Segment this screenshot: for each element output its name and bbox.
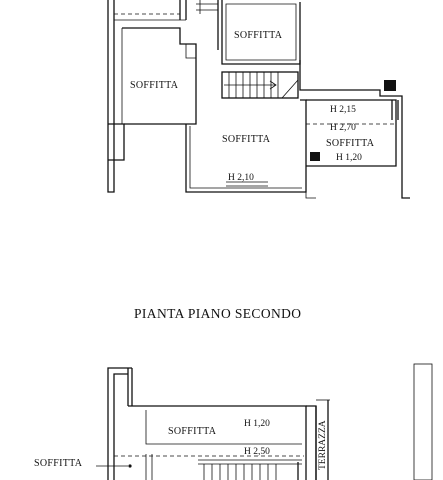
wall: [145, 454, 153, 480]
stair-mark: [196, 0, 218, 14]
wall: [221, 0, 301, 65]
staircase: [198, 459, 302, 480]
lower-floor-plan: SOFFITTA SOFFITTA H 1,20 H 2,50 TERRAZZA: [34, 363, 433, 480]
wall: [107, 0, 115, 193]
room-label: SOFFITTA: [222, 134, 271, 145]
plan-title: PIANTA PIANO SECONDO: [134, 306, 301, 321]
room-label: SOFFITTA: [34, 458, 83, 469]
wall: [107, 367, 132, 480]
height-label: H 1,20: [244, 419, 270, 429]
room-label: SOFFITTA: [234, 30, 283, 41]
wall: [122, 27, 197, 125]
wall: [127, 368, 133, 406]
door: [185, 44, 196, 59]
wall: [413, 363, 433, 480]
wall: [179, 0, 187, 20]
height-label: H 2,70: [330, 123, 356, 133]
room-label: SOFFITTA: [326, 138, 375, 149]
wall: [305, 166, 403, 199]
height-label: H 2,15: [330, 105, 356, 115]
wall: [189, 126, 302, 189]
wall: [128, 405, 307, 480]
dashed-line: [385, 81, 395, 90]
wall: [225, 3, 297, 61]
wall: [108, 123, 125, 161]
window: [226, 181, 268, 187]
terrace-label: TERRAZZA: [318, 420, 328, 470]
height-label: H 2,50: [244, 447, 270, 457]
wall: [315, 400, 329, 480]
wall: [113, 373, 128, 480]
wall: [306, 405, 317, 480]
height-label: H 1,20: [336, 153, 362, 163]
leader-dot: [128, 464, 132, 468]
wall: [306, 99, 397, 167]
staircase: [221, 71, 299, 99]
wall: [391, 100, 399, 120]
upper-floor-plan: SOFFITTA SOFFITTA SOFFITTA SOFFITTA H 2,…: [107, 0, 410, 199]
wall: [145, 410, 302, 445]
room-label: SOFFITTA: [130, 80, 179, 91]
height-label: H 2,10: [228, 173, 254, 183]
room-label: SOFFITTA: [168, 426, 217, 437]
hatch-marker: [310, 152, 320, 161]
